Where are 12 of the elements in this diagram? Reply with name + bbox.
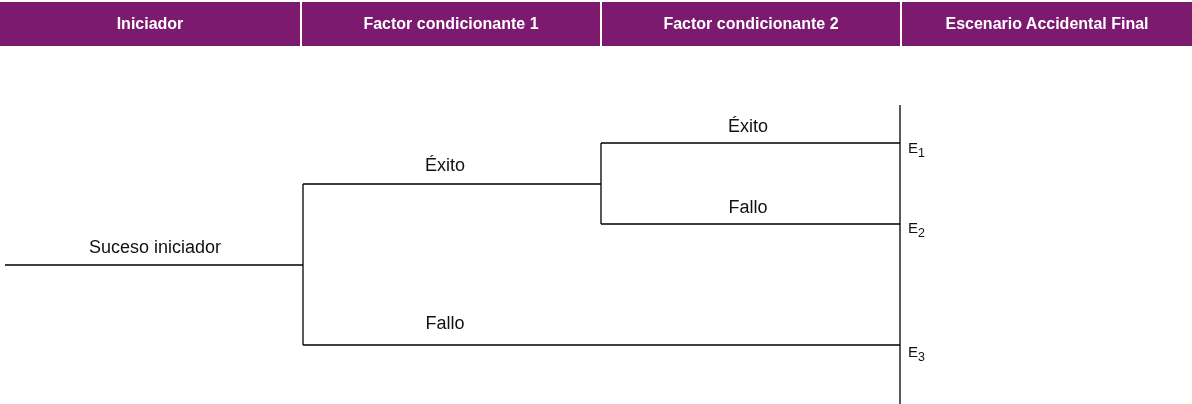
- initiator-label: Suceso iniciador: [89, 236, 222, 258]
- outcome-label: E$_{1}$: [908, 138, 925, 162]
- branch-label: Éxito: [425, 154, 466, 176]
- header-cell: Escenario Accidental Final: [902, 2, 1192, 46]
- branch-label: Fallo: [728, 196, 768, 218]
- header-cell: Factor condicionante 2: [602, 2, 900, 46]
- outcome-label: E$_{3}$: [908, 342, 925, 366]
- outcome-label: E$_{2}$: [908, 218, 925, 242]
- header-cell: Factor condicionante 1: [302, 2, 600, 46]
- branch-label: Fallo: [425, 312, 465, 334]
- header-cell: Iniciador: [0, 2, 300, 46]
- branch-label: Éxito: [728, 115, 769, 137]
